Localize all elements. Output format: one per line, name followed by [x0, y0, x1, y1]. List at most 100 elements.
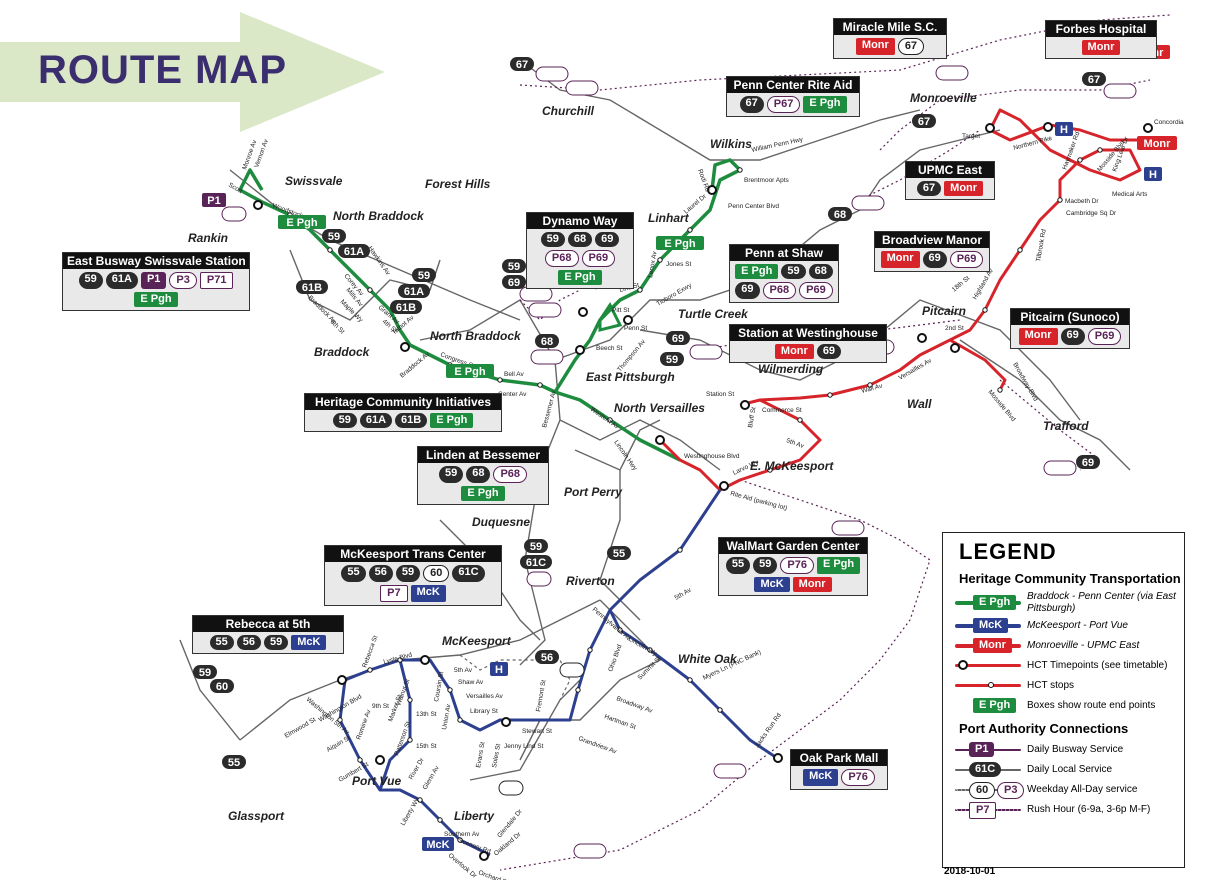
route-pill: P68: [544, 250, 579, 267]
street-label: Rebecca St: [361, 635, 379, 669]
route-callout-label: 59: [328, 231, 340, 243]
route-callout-bg: [296, 280, 328, 294]
dotted-route-p68: [859, 129, 981, 201]
route-callout-bg: [573, 843, 607, 859]
legend-pa-text: Daily Local Service: [1027, 764, 1113, 775]
route-callout-label: P12: [542, 69, 562, 81]
street-label: Fremont St: [535, 679, 548, 712]
stop-box-title: Miracle Mile S.C.: [834, 19, 946, 35]
route-callout-label: P68: [858, 198, 878, 210]
street-label: Tilbrook Rd: [1035, 228, 1048, 262]
title-banner: [0, 12, 385, 132]
route-pill: 59: [264, 635, 289, 650]
legend-pa-text: Daily Busway Service: [1027, 744, 1124, 755]
route-pill: Monr: [1081, 40, 1121, 55]
hct-stops: [287, 147, 1103, 843]
banner-arrow-shape: [0, 12, 385, 132]
place-label: Turtle Creek: [678, 307, 749, 321]
street-label: Station St: [706, 391, 734, 398]
route-callout-label: 59: [530, 541, 542, 553]
route-callout: P76: [831, 520, 865, 536]
street-label: 2nd St: [945, 325, 964, 332]
route-pill: P71: [199, 272, 234, 289]
street-label: Target: [962, 133, 980, 140]
stop-box-title: Station at Westinghouse: [730, 325, 886, 341]
route-pill: P67: [766, 96, 801, 113]
legend-title: LEGEND: [959, 539, 1057, 564]
route-callout-label: P1: [207, 195, 220, 207]
route-pill: Monr: [944, 181, 984, 196]
gray-route-trafford: [959, 339, 1131, 471]
stop-box-title: Heritage Community Initiatives: [305, 394, 501, 410]
route-callout-label: H: [1149, 169, 1157, 181]
route-pill: P68: [493, 466, 528, 483]
street-label: Mosside Blvd: [986, 389, 1016, 423]
street-label: Ohio Blvd: [607, 643, 623, 672]
route-callout-bg: [935, 65, 969, 81]
route-pill: 68: [808, 264, 833, 279]
street-label: Lincoln Wy: [627, 636, 659, 658]
street-label: 18th St: [951, 275, 971, 294]
stop-box-title: Dynamo Way: [527, 213, 633, 229]
street-label: Soles St: [491, 743, 502, 768]
street-label: Lincoln Hwy: [612, 439, 638, 472]
street-label: William Penn Hwy: [751, 136, 804, 154]
street-label: Library St: [470, 708, 498, 715]
route-callout: Monr: [1137, 136, 1177, 150]
place-label: Linhart: [648, 211, 690, 225]
street-label: Bessemer Av: [541, 389, 558, 428]
route-callout: 68: [828, 207, 852, 221]
route-callout-label: 69: [508, 277, 520, 289]
street-label: 5th Av: [454, 667, 473, 674]
hct-timepoints: [253, 122, 1153, 861]
route-epgh-loop: [598, 302, 623, 332]
route-callout: 67: [912, 114, 936, 128]
legend-route-tag: E Pgh: [973, 595, 1017, 610]
route-callout: 56: [559, 662, 585, 678]
street-label: Shaw Av: [458, 679, 484, 686]
route-pill: 59: [753, 557, 778, 574]
route-callout: 59: [412, 268, 436, 282]
stop-box-title: Rebecca at 5th: [193, 616, 343, 632]
route-callout: 61A: [338, 244, 370, 258]
legend-pa-heading: Port Authority Connections: [959, 721, 1129, 736]
street-label: Commerce St: [762, 407, 802, 414]
route-callout-label: P3: [227, 209, 240, 221]
route-pill: McK: [410, 585, 446, 602]
street-label: Laurel Dr: [683, 192, 709, 215]
street-label: Market St: [387, 694, 403, 723]
route-callout: H: [1144, 167, 1162, 181]
stop-box-title: Broadview Manor: [875, 232, 989, 248]
route-callout-label: E Pgh: [454, 366, 485, 378]
route-callout-bg: [338, 244, 370, 258]
street-label: Romine Av: [355, 708, 373, 741]
route-callout-label: 67: [1088, 74, 1100, 86]
route-callout-label: 55: [613, 548, 625, 560]
route-callout-bg: [422, 837, 454, 851]
place-label: Wilkins: [710, 137, 752, 151]
route-callout-bg: [912, 114, 936, 128]
street-label: Hartman St: [603, 713, 636, 731]
route-callout-label: P68: [537, 352, 557, 364]
route-callout: 59: [660, 352, 684, 366]
stop-box-title: Forbes Hospital: [1046, 21, 1156, 37]
route-callout-label: 69: [1082, 457, 1094, 469]
route-callout-label: 61A: [344, 246, 364, 258]
route-callout-label: 69: [672, 333, 684, 345]
gray-route-northversailles: [559, 419, 721, 471]
place-label: Trafford: [1043, 419, 1089, 433]
route-callout-bg: [689, 344, 723, 360]
route-callout: H: [490, 662, 508, 676]
hct-routes: [238, 108, 1142, 857]
route-pill: 69: [595, 232, 620, 247]
route-pill: Monr: [855, 38, 895, 55]
